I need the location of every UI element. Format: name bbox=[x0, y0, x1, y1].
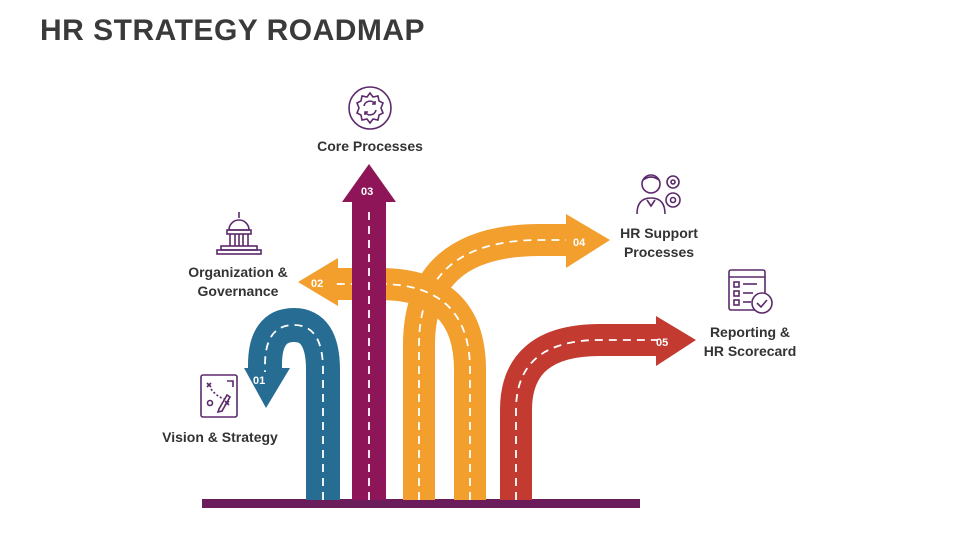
checklist-report-icon bbox=[728, 269, 773, 314]
road-arrow-04 bbox=[403, 214, 610, 500]
step-number-01: 01 bbox=[253, 375, 265, 387]
road-arrow-05 bbox=[500, 316, 696, 500]
step-number-02: 02 bbox=[311, 278, 323, 290]
step-label-03: Core Processes bbox=[317, 138, 423, 154]
step-number-05: 05 bbox=[656, 337, 668, 349]
step-number-04: 04 bbox=[573, 237, 586, 249]
step-label-02: Organization & Governance bbox=[188, 264, 288, 299]
page-title: HR STRATEGY ROADMAP bbox=[40, 14, 426, 47]
capitol-building-icon bbox=[216, 212, 262, 255]
road-arrow-01 bbox=[244, 307, 340, 500]
person-gears-icon bbox=[636, 174, 681, 215]
road-arrow-03 bbox=[342, 164, 396, 500]
road-arrow-02 bbox=[298, 258, 486, 500]
step-label-01: Vision & Strategy bbox=[162, 429, 278, 445]
process-gear-icon bbox=[348, 86, 392, 130]
step-label-05: Reporting & HR Scorecard bbox=[703, 324, 797, 359]
road-base bbox=[202, 499, 640, 508]
strategy-board-icon bbox=[200, 374, 238, 418]
step-number-03: 03 bbox=[361, 186, 373, 198]
step-label-04: HR Support Processes bbox=[620, 225, 698, 260]
